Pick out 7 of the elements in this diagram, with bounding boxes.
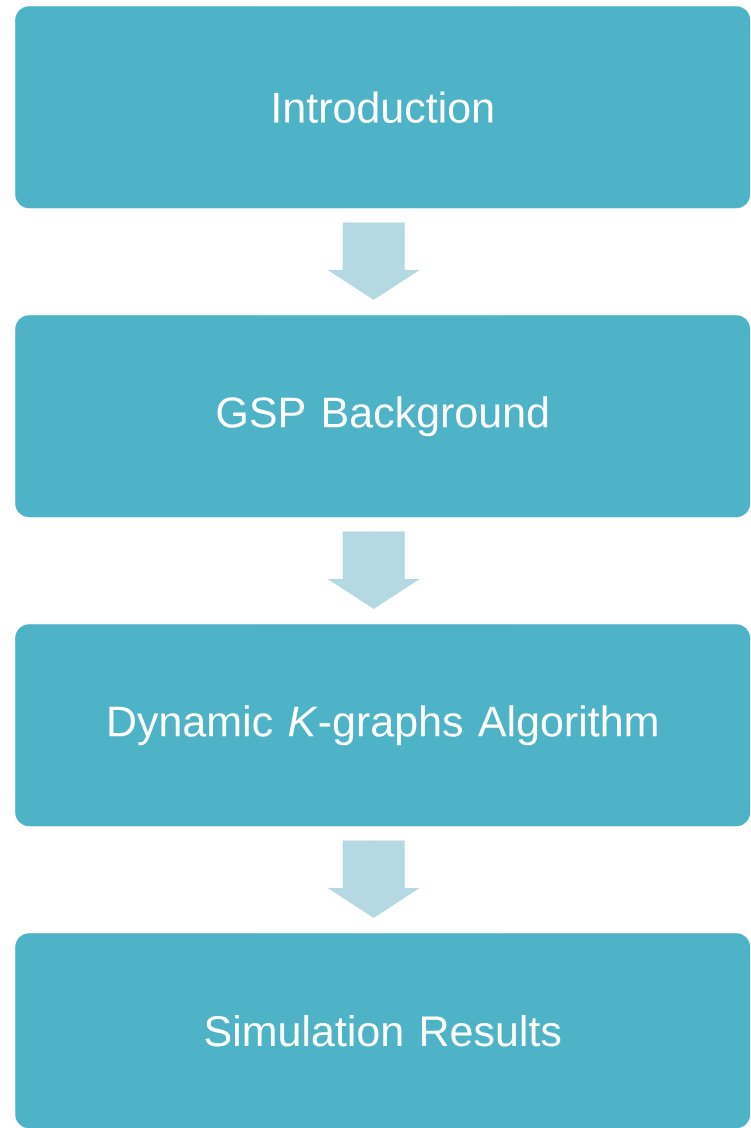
- process-box: Introduction: [15, 6, 751, 209]
- arrow: [328, 530, 419, 609]
- process-box: Simulation Results: [15, 933, 751, 1128]
- process-box: Dynamic K-graphs Algorithm: [15, 624, 751, 827]
- process-box: GSP Background: [15, 315, 751, 518]
- arrow: [328, 221, 419, 300]
- arrow: [328, 839, 419, 918]
